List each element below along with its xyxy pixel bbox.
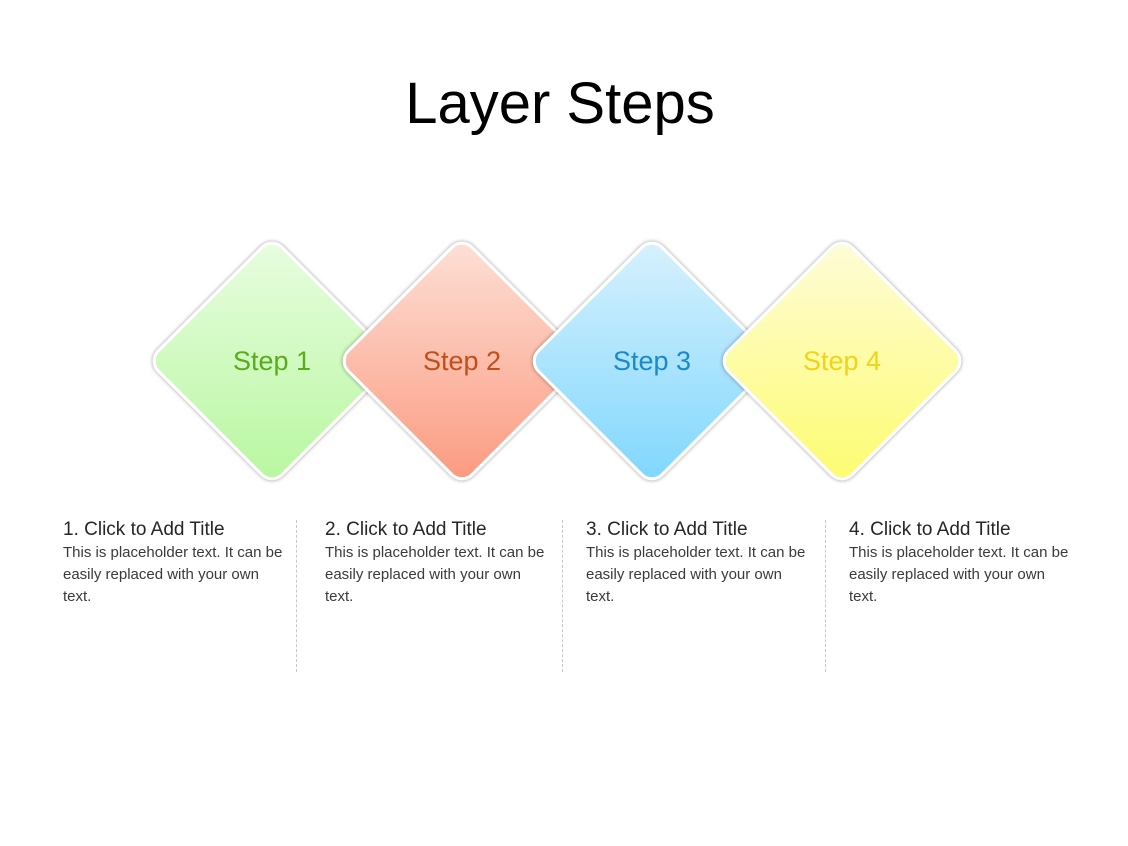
step-1-body[interactable]: This is placeholder text. It can be easi…: [63, 544, 283, 605]
step-4-body[interactable]: This is placeholder text. It can be easi…: [849, 544, 1069, 605]
divider: [562, 520, 563, 672]
divider: [296, 520, 297, 672]
step-3-label: Step 3: [612, 345, 692, 376]
step-3-body[interactable]: This is placeholder text. It can be easi…: [586, 544, 806, 605]
step-2-description: 2. Click to Add Title This is placeholde…: [325, 518, 550, 608]
step-1-diamond: Step 1: [146, 235, 398, 487]
step-3-diamond: Step 3: [526, 235, 778, 487]
step-1-label: Step 1: [232, 345, 312, 376]
step-4-diamond: Step 4: [716, 235, 968, 487]
step-2-title[interactable]: 2. Click to Add Title: [325, 519, 487, 540]
step-2-diamond: Step 2: [336, 235, 588, 487]
step-3-title[interactable]: 3. Click to Add Title: [586, 519, 748, 540]
step-3-description: 3. Click to Add Title This is placeholde…: [586, 518, 811, 608]
slide-title: Layer Steps: [405, 71, 715, 136]
step-4-title[interactable]: 4. Click to Add Title: [849, 519, 1011, 540]
step-4-label: Step 4: [802, 345, 882, 376]
step-2-label: Step 2: [422, 345, 502, 376]
step-2-body[interactable]: This is placeholder text. It can be easi…: [325, 544, 545, 605]
divider: [825, 520, 826, 672]
step-4-description: 4. Click to Add Title This is placeholde…: [849, 518, 1074, 608]
step-1-title[interactable]: 1. Click to Add Title: [63, 519, 225, 540]
step-1-description: 1. Click to Add Title This is placeholde…: [63, 518, 288, 608]
